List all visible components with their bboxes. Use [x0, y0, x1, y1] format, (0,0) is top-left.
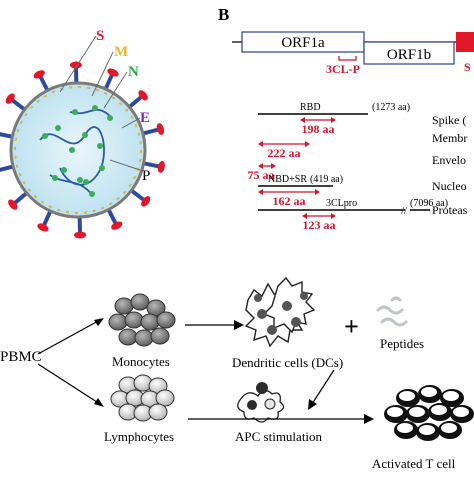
panel-b-label: B: [218, 5, 229, 24]
pbmc-label: PBMC: [0, 349, 42, 365]
dcs-label: Dendritic cells (DCs): [232, 355, 343, 370]
3clp-label: 3CL-P: [326, 62, 360, 76]
genome-map: ORF1a ORF1b S 3CL-P: [232, 32, 474, 76]
fragment-length-label: 198 aa: [302, 122, 335, 136]
region-label: 3CLpro: [326, 198, 357, 209]
protein-name: Envelo: [432, 153, 466, 167]
label-S: S: [96, 28, 104, 44]
region-label: RBD: [300, 102, 321, 113]
spike-protein: [6, 191, 29, 211]
s-gene-label: S: [464, 60, 471, 74]
label-P: P: [142, 168, 150, 184]
lymphocytes-label: Lymphocytes: [104, 429, 174, 444]
branch-arrows: [38, 320, 100, 404]
fragment-arrowhead: [258, 141, 263, 147]
workflow-diagram: PBMC Monocytes Dendritic cells (DCs) +: [0, 278, 474, 471]
cell: [135, 330, 153, 346]
apc-label: APC stimulation: [235, 429, 323, 444]
arrow-to-tcells: [364, 414, 374, 424]
cell: [115, 298, 133, 314]
protein-length-label: (1273 aa): [372, 102, 410, 113]
dendritic-cells: [246, 278, 314, 346]
protein-name: Spike (: [432, 113, 466, 127]
protein-name: Proteas: [432, 203, 468, 217]
cell: [141, 314, 159, 330]
virus-illustration: S M N E P: [0, 28, 166, 239]
monocytes-label: Monocytes: [112, 354, 170, 369]
spike-protein: [129, 189, 152, 209]
protein-length-label: (419 aa): [310, 174, 343, 185]
cell: [125, 312, 143, 328]
orf1a-label: ORF1a: [281, 35, 325, 51]
label-E: E: [140, 110, 150, 126]
s-gene-box: [456, 32, 474, 52]
plus-sign: +: [344, 312, 359, 341]
lymphocyte-cluster: [111, 375, 174, 421]
fragment-arrowhead: [305, 141, 310, 147]
peptides-icon: [378, 298, 406, 325]
peptides-label: Peptides: [380, 336, 424, 351]
panel-b: B ORF1a ORF1b S 3CL-P 198 aa RBD (1273 aa)…: [218, 5, 474, 232]
cell: [131, 294, 149, 310]
cell: [149, 404, 167, 420]
fragment-length-label: 162 aa: [273, 194, 306, 208]
spike-protein: [127, 89, 150, 109]
activated-label: Activated T cell: [372, 456, 456, 471]
cell: [119, 329, 137, 345]
arrow-from-dcs: [308, 399, 317, 410]
label-N: N: [128, 64, 139, 80]
protein-name: Nucleo: [432, 179, 467, 193]
cell: [151, 328, 169, 344]
cell: [109, 314, 127, 330]
viral-envelope: [11, 83, 145, 217]
activated-t-cells: [384, 385, 474, 441]
region-label: NBD+SR: [268, 174, 307, 185]
fragment-arrowhead: [258, 189, 263, 195]
orf1b-label: ORF1b: [387, 47, 431, 63]
axis-break: //: [401, 205, 408, 217]
spike-protein: [4, 92, 27, 112]
fragment-arrowhead: [315, 189, 320, 195]
fragment-length-label: 123 aa: [303, 218, 336, 232]
cell: [157, 312, 175, 328]
apc-cells: [238, 382, 284, 422]
monocyte-cluster: [109, 294, 175, 346]
fragment-length-label: 222 aa: [268, 146, 301, 160]
protein-name: Membr: [432, 131, 467, 145]
arrow-to-dcs: [234, 320, 244, 330]
label-M: M: [114, 44, 128, 60]
